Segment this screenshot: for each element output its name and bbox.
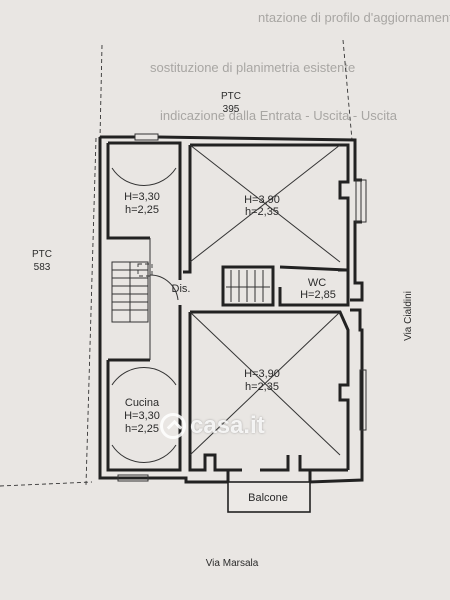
background-text-line: indicazione dalla Entrata - Uscita - Usc… bbox=[160, 108, 398, 123]
boundary-line bbox=[99, 44, 103, 139]
balcony-outline bbox=[227, 481, 311, 513]
window-bottom bbox=[117, 474, 149, 482]
window-right-lower bbox=[359, 369, 367, 431]
room-bottom-right-walls bbox=[188, 310, 350, 472]
window-top bbox=[134, 133, 159, 141]
room-top-right-h2: h=2,35 bbox=[245, 206, 279, 218]
watermark-text: casa.it bbox=[190, 412, 265, 439]
casa-logo-icon bbox=[160, 413, 186, 439]
stairs-left bbox=[111, 261, 153, 323]
wc-height: H=2,85 bbox=[300, 289, 336, 301]
left-ptc-number: 583 bbox=[34, 262, 51, 273]
boundary-line bbox=[85, 137, 97, 486]
watermark: casa.it bbox=[160, 410, 300, 442]
door-swings bbox=[111, 167, 179, 463]
disimpegno-label: Dis. bbox=[172, 283, 191, 295]
background-text-line: ntazione di profilo d'aggiornamento bbox=[258, 10, 450, 25]
room-top-right-walls bbox=[183, 143, 350, 274]
street-bottom-label: Via Marsala bbox=[206, 558, 259, 569]
central-stair-block bbox=[221, 265, 350, 307]
left-ptc-label: PTC bbox=[32, 249, 52, 260]
street-right-label: Via Cialdini bbox=[403, 291, 414, 341]
room-top-left-h1: H=3,30 bbox=[124, 191, 160, 203]
background-text-line: sostituzione di planimetria esistente bbox=[150, 60, 355, 75]
boundary-line bbox=[0, 481, 93, 487]
room-bottom-right-h1: H=3,90 bbox=[244, 368, 280, 380]
boundary-line bbox=[342, 39, 353, 141]
wc-name: WC bbox=[308, 277, 326, 289]
kitchen-h2: h=2,25 bbox=[125, 423, 159, 435]
room-top-left-h2: h=2,25 bbox=[125, 204, 159, 216]
balcony-label: Balcone bbox=[248, 492, 288, 504]
room-top-right-h1: H=3,90 bbox=[244, 194, 280, 206]
left-column-walls bbox=[106, 141, 182, 472]
kitchen-name: Cucina bbox=[125, 397, 160, 409]
top-ptc-number: 395 bbox=[223, 104, 240, 115]
top-ptc-label: PTC bbox=[221, 91, 241, 102]
room-bottom-right-h2: h=2,35 bbox=[245, 381, 279, 393]
kitchen-h1: H=3,30 bbox=[124, 410, 160, 422]
